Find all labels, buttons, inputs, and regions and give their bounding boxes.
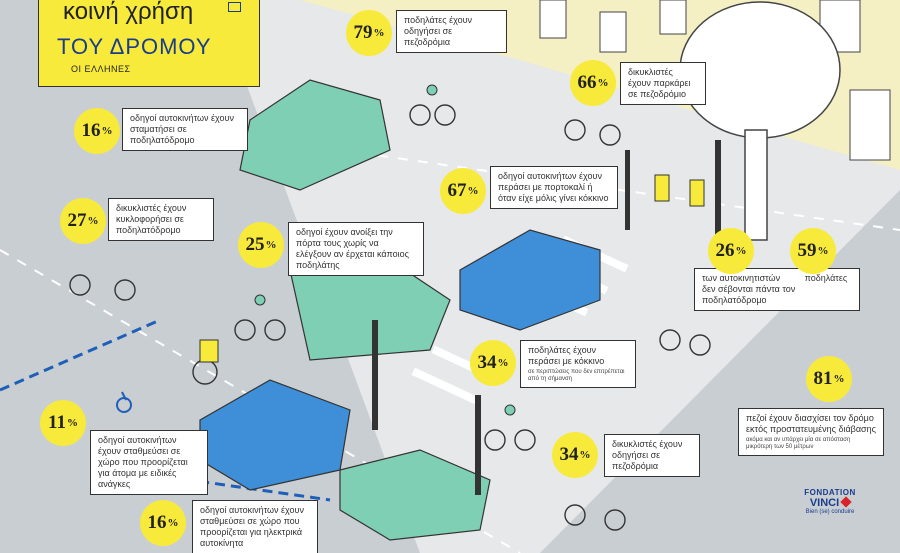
stat-label: οδηγοί αυτοκινήτων έχουν σταθμεύσει σε χ… xyxy=(192,500,318,553)
title-line1: κοινή χρήση xyxy=(63,0,194,25)
logo-line3: Bien (se) conduire xyxy=(805,509,855,515)
stat-badge: 66% xyxy=(570,60,616,106)
stat-label: δικυκλιστές έχουν οδηγήσει σε πεζοδρόμια xyxy=(604,434,700,477)
stat-label: οδηγοί έχουν ανοίξει την πόρτα τους χωρί… xyxy=(288,222,424,276)
stat-label-part: των αυτοκινητιστών xyxy=(702,273,781,283)
stat-badge: 27% xyxy=(60,198,106,244)
logo-line1: FONDATION xyxy=(804,488,856,497)
stat-label: πεζοί έχουν διασχίσει τον δρόμο εκτός πρ… xyxy=(738,408,884,456)
stat-label: δικυκλιστές έχουν κυκλοφορήσει σε ποδηλα… xyxy=(108,198,214,241)
stat-label: ποδηλάτες έχουν οδηγήσει σε πεζοδρόμια xyxy=(396,10,507,53)
logo-wordmark: VINCI xyxy=(809,497,840,509)
stat-label: ποδηλάτες έχουν περάσει με κόκκινο σε πε… xyxy=(520,340,636,388)
stat-label-part: ποδηλάτες xyxy=(804,273,848,283)
title-card: κοινή χρήση ΤΟΥ ΔΡΟΜΟΥ ΟΙ ΕΛΛΗΝΕΣ xyxy=(38,0,260,87)
stat-label-shared: των αυτοκινητιστών ποδηλάτες δεν σέβοντα… xyxy=(694,268,860,311)
stat-text: ποδηλάτες έχουν περάσει με κόκκινο xyxy=(528,345,605,366)
logo-mark-icon xyxy=(840,496,852,508)
stat-badge: 25% xyxy=(238,222,284,268)
stat-text: πεζοί έχουν διασχίσει τον δρόμο εκτός πρ… xyxy=(746,413,876,434)
stat-label: δικυκλιστές έχουν παρκάρει σε πεζοδρόμιο xyxy=(620,62,706,105)
subtitle: ΟΙ ΕΛΛΗΝΕΣ xyxy=(71,64,131,74)
stat-label: οδηγοί αυτοκινήτων έχουν σταματήσει σε π… xyxy=(122,108,248,151)
stat-badge: 67% xyxy=(440,168,486,214)
stat-note: σε περιπτώσεις που δεν επιτρέπεται από τ… xyxy=(528,369,625,382)
stat-badge: 59% xyxy=(790,228,836,274)
stat-note: ακόμα και αν υπάρχει μία σε απόσταση μικ… xyxy=(746,437,851,450)
logo-line2: VINCI xyxy=(770,496,890,509)
stat-badge: 79% xyxy=(346,10,392,56)
stat-badge: 16% xyxy=(74,108,120,154)
stat-badge: 16% xyxy=(140,500,186,546)
stat-label-part: δεν σέβονται πάντα τον ποδηλατόδρομο xyxy=(702,284,796,305)
stat-badge: 81% xyxy=(806,356,852,402)
stat-label: οδηγοί αυτοκινήτων έχουν σταθμεύσει σε χ… xyxy=(90,430,208,495)
stat-label: οδηγοί αυτοκινήτων έχουν περάσει με πορτ… xyxy=(490,166,618,209)
stat-badge: 34% xyxy=(552,432,598,478)
stat-badge: 34% xyxy=(470,340,516,386)
stat-badge: 11% xyxy=(40,400,86,446)
title-line2: ΤΟΥ ΔΡΟΜΟΥ xyxy=(57,34,212,59)
stat-badge: 26% xyxy=(708,228,754,274)
greek-flag-icon xyxy=(228,2,241,12)
fondation-vinci-logo: FONDATION VINCI Bien (se) conduire xyxy=(770,488,890,548)
